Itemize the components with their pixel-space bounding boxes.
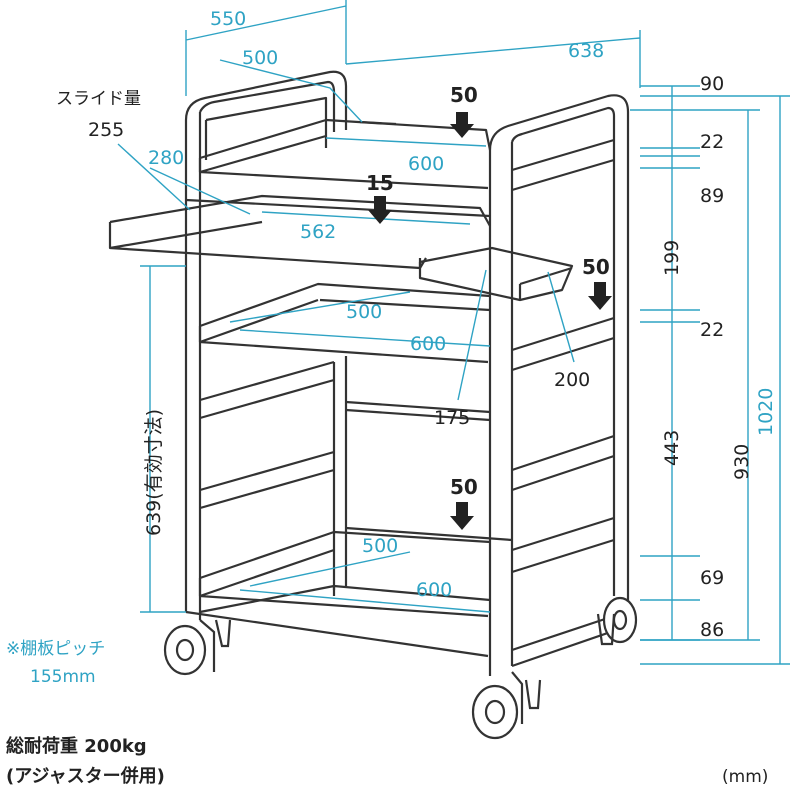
dim-h-90: 90 — [700, 73, 724, 95]
dim-h-89: 89 — [700, 185, 724, 207]
dim-effective-height: 639(有効寸法) — [143, 409, 165, 536]
shelf-pitch-line1: ※棚板ピッチ — [6, 639, 105, 659]
load-slide: 15 — [366, 171, 394, 195]
load-arrow-side — [588, 282, 612, 310]
dim-top-shelf-width: 600 — [408, 153, 444, 175]
dimension-lines — [117, 0, 790, 665]
dim-h-86: 86 — [700, 619, 724, 641]
dim-bottom-shelf-depth: 500 — [362, 535, 398, 557]
dim-side-shelf-depth: 175 — [434, 407, 470, 429]
dim-h-199: 199 — [661, 240, 683, 276]
load-arrow-top — [450, 112, 474, 138]
dim-total-height: 1020 — [755, 388, 777, 436]
casters — [163, 596, 638, 740]
dim-mid-shelf-width: 600 — [410, 333, 446, 355]
dim-h-930: 930 — [731, 444, 753, 480]
dim-top-width: 550 — [210, 8, 246, 30]
total-load-line1: 総耐荷重 200kg — [6, 735, 147, 757]
dim-mid-shelf-depth: 500 — [346, 301, 382, 323]
load-side: 50 — [582, 255, 610, 279]
dimension-labels: 550 500 638 600 280 562 500 600 500 600 … — [88, 8, 777, 641]
dim-slide-amount: 255 — [88, 119, 124, 141]
dim-slide-shelf-width: 562 — [300, 221, 336, 243]
unit-label: (mm) — [722, 767, 768, 787]
dim-slide-shelf-depth: 280 — [148, 147, 184, 169]
dim-top-shelf-depth: 500 — [242, 47, 278, 69]
load-labels: 50 15 50 50 — [366, 83, 610, 499]
dim-bottom-shelf-width: 600 — [416, 579, 452, 601]
load-top: 50 — [450, 83, 478, 107]
load-bottom: 50 — [450, 475, 478, 499]
dim-side-shelf-width: 200 — [554, 369, 590, 391]
dim-h-22a: 22 — [700, 131, 724, 153]
load-arrow-bottom — [450, 502, 474, 530]
dim-depth: 638 — [568, 40, 604, 62]
shelf-pitch-line2: 155mm — [30, 667, 96, 687]
total-load-line2: (アジャスター併用) — [6, 765, 165, 787]
load-arrows — [368, 112, 612, 530]
dim-h-22b: 22 — [700, 319, 724, 341]
load-arrow-slide — [368, 196, 392, 224]
dim-h-443: 443 — [661, 430, 683, 466]
slide-label: スライド量 — [56, 89, 141, 109]
cart-frame — [108, 70, 630, 676]
dim-h-69: 69 — [700, 567, 724, 589]
